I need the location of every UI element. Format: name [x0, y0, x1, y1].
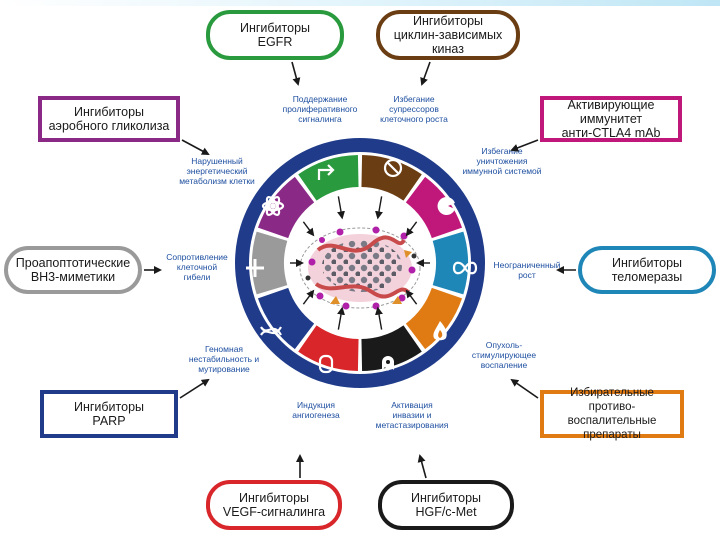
dna-icon	[260, 326, 282, 336]
sector-inflammation	[405, 287, 463, 350]
no-entry-icon	[383, 158, 403, 178]
inner-arrow-invasion	[375, 306, 383, 330]
drug-box-vegf: Ингибиторы VEGF-сигналинга	[206, 480, 342, 530]
drug-box-parp: Ингибиторы PARP	[40, 390, 178, 438]
drug-box-cdk: Ингибиторы циклин-зависимых киназ	[376, 10, 520, 60]
drug-box-antiinflam: Избирательные противо- воспалительные пр…	[540, 387, 684, 441]
top-decor-band	[0, 0, 720, 6]
hallmark-label-angiogenesis: Индукция ангиогенеза	[292, 400, 340, 420]
inner-arrow-angiogenesis	[337, 306, 345, 330]
hallmark-label-inflammation: Опухоль- стимулирующее воспаление	[471, 340, 537, 370]
drug-box-ctla4: Активирующие иммунитет анти-CTLA4 mAb	[540, 96, 682, 142]
atom-icon	[261, 196, 285, 216]
inner-arrow-proliferative	[337, 196, 345, 220]
inner-arrow-inflammation	[405, 289, 418, 305]
infinity-icon	[452, 261, 478, 275]
drug-box-egfr: Ингибиторы EGFR	[206, 10, 344, 60]
sector-angiogenesis	[298, 325, 359, 371]
sector-invasion	[361, 325, 422, 371]
flame-icon	[433, 321, 447, 341]
outer-arrow-cdk	[420, 61, 431, 86]
inner-arrow-energetics	[302, 221, 315, 237]
sector-energetics	[257, 176, 315, 239]
tumor-illustration	[299, 226, 421, 310]
blood-vessel-icon	[318, 354, 334, 374]
hallmark-label-celldeath: Сопротивление клеточной гибели	[166, 252, 228, 282]
signal-arrow-icon	[317, 164, 335, 180]
hallmark-label-replicative: Неограниченный рост	[493, 260, 561, 280]
hallmark-label-energetics: Нарушенный энергетический метаболизм кле…	[179, 156, 255, 186]
inner-arrow-immune	[405, 221, 418, 237]
outer-arrow-ctla4	[510, 139, 539, 152]
sector-immune	[405, 176, 463, 239]
hallmark-label-genome: Геномная нестабильность и мутирование	[188, 344, 260, 374]
cross-icon	[246, 259, 264, 277]
drug-box-glycolysis: Ингибиторы аэробного гликолиза	[38, 96, 180, 142]
inner-arrow-suppressors	[375, 196, 383, 220]
sector-replicative	[432, 231, 469, 295]
drug-box-telomerase: Ингибиторы теломеразы	[578, 246, 716, 294]
sector-genome	[257, 287, 315, 350]
outer-arrow-glycolysis	[181, 139, 210, 155]
drug-box-hgf: Ингибиторы HGF/c-Met	[378, 480, 514, 530]
sector-suppressors	[361, 155, 422, 201]
sector-icons	[246, 158, 478, 374]
invasive-cell-icon	[382, 356, 394, 371]
hallmark-label-immune: Избегание уничтожения иммунной системой	[462, 146, 542, 176]
inner-arrow-genome	[302, 289, 315, 305]
sector-celldeath	[251, 231, 288, 295]
hallmark-label-proliferative: Поддержание пролиферативного сигналинга	[282, 94, 358, 124]
hallmark-label-invasion: Активация инвазии и метастазирования	[375, 400, 449, 430]
sector-proliferative	[298, 155, 359, 201]
outer-arrow-hgf	[417, 454, 427, 479]
outer-arrow-egfr	[291, 61, 301, 86]
hallmark-label-suppressors: Избегание супрессоров клеточного роста	[380, 94, 448, 124]
drug-box-bh3: Проапоптотические BH3-миметики	[4, 246, 142, 294]
outer-arrow-antiinflam	[510, 378, 539, 399]
immune-cell-icon	[437, 197, 455, 215]
outer-arrow-parp	[179, 378, 210, 399]
